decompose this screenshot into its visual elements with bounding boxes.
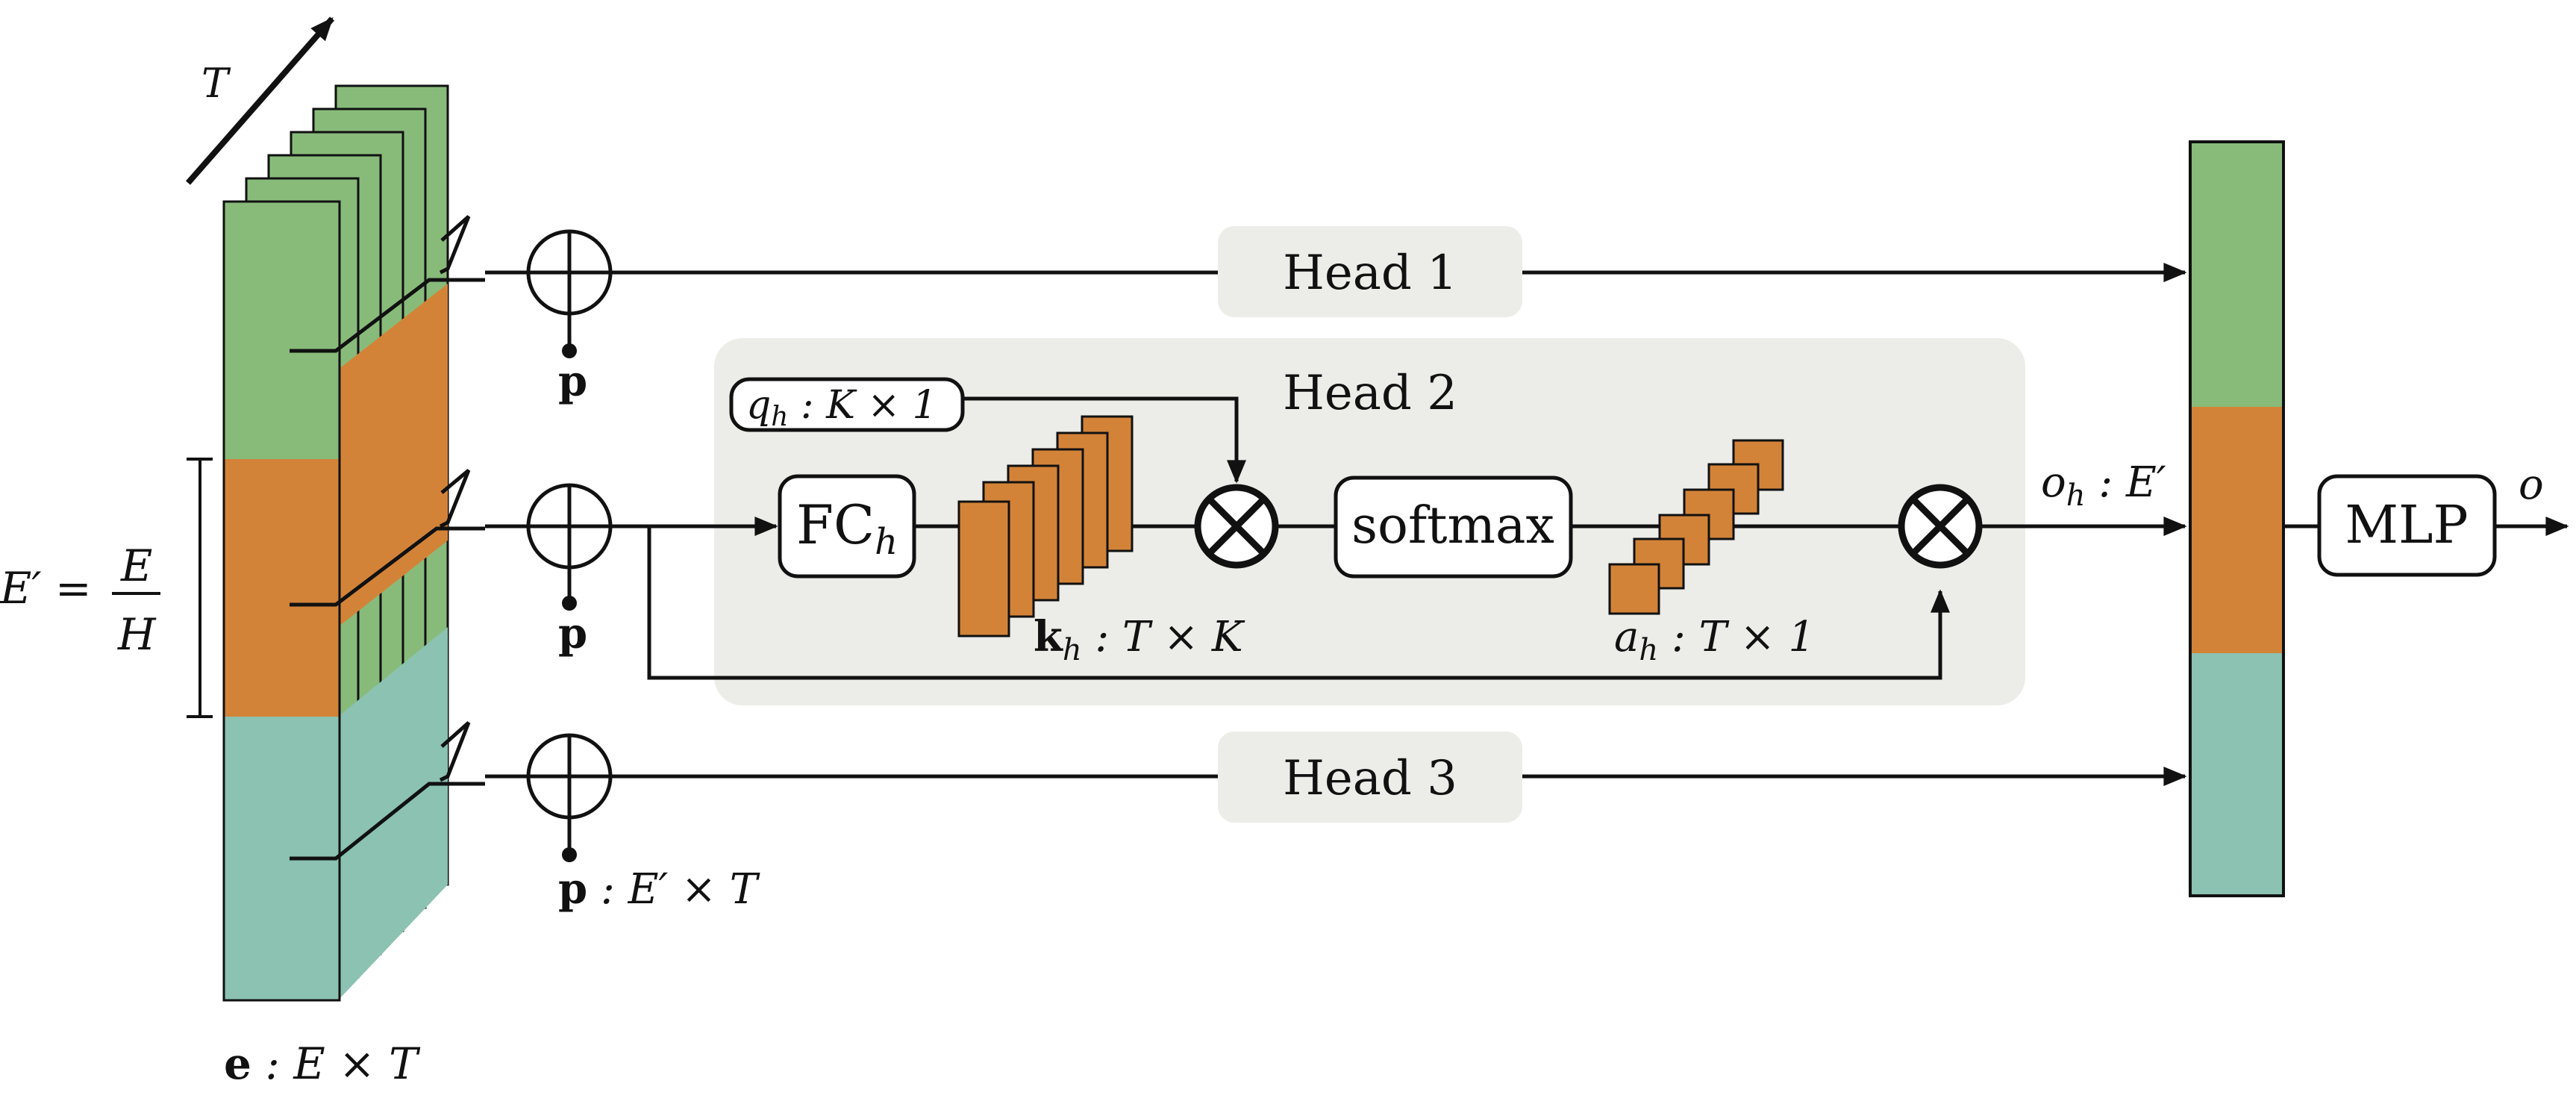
head3-box — [1218, 732, 1522, 823]
adder-mid — [485, 483, 613, 603]
p-label-mid: p — [558, 609, 587, 658]
mlp-label: MLP — [2345, 494, 2468, 555]
embedding-slice-front — [222, 200, 341, 1002]
head1-box — [1218, 226, 1522, 317]
dimension-denominator: H — [117, 609, 157, 660]
adder-mid-p-dot — [562, 596, 577, 611]
head1-label: Head 1 — [1283, 246, 1457, 301]
query-arrow — [963, 396, 1246, 484]
dimension-label-lhs: E′ = — [0, 563, 92, 614]
splitter-bot — [290, 721, 485, 861]
splitter-top — [290, 215, 485, 353]
adder-bot — [485, 733, 613, 855]
adder-top — [485, 229, 613, 351]
head3-label: Head 3 — [1283, 751, 1457, 806]
multiply-1 — [1194, 484, 1279, 569]
head2-bypass-line — [647, 526, 1950, 680]
keys-stack — [957, 415, 1134, 638]
query-box — [729, 377, 965, 432]
multiply-2 — [1898, 484, 1983, 569]
o-label: o — [2519, 461, 2544, 509]
adder-top-p-dot — [562, 343, 577, 358]
p-label-top: p — [558, 357, 587, 406]
embedding-stack — [222, 84, 449, 1002]
softmax-label: softmax — [1351, 496, 1554, 555]
adder-bot-p-dot — [562, 847, 577, 862]
splitter-mid — [290, 469, 485, 607]
p-label-bot: p : E′ × T — [558, 864, 760, 914]
dimension-numerator: E — [120, 540, 152, 591]
fc-label: FCh — [796, 493, 898, 563]
keys-label: kh : T × K — [1034, 612, 1245, 667]
attention-weights — [1608, 439, 1784, 615]
attention-label: ah : T × 1 — [1614, 613, 1815, 667]
oh-label: oh : E′ — [2041, 458, 2166, 513]
output-concat-bar — [2189, 140, 2285, 897]
query-label: qh : K × 1 — [746, 383, 937, 432]
time-axis-arrow — [185, 16, 335, 185]
head2-label: Head 2 — [1283, 366, 1457, 421]
time-axis-label: T — [201, 60, 231, 107]
dimension-bracket — [187, 458, 213, 718]
embedding-caption: e : E × T — [224, 1038, 421, 1089]
